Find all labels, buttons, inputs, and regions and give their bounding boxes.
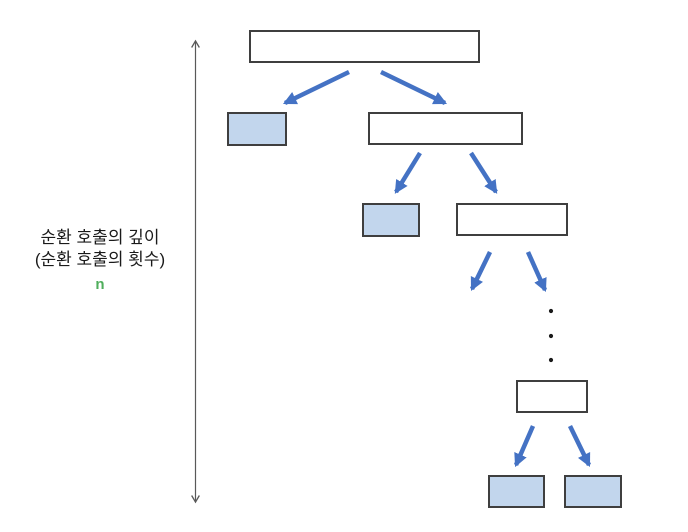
tree-node-l2-call — [368, 112, 523, 145]
edge-l3-to-ellipsis-left-icon — [469, 251, 493, 292]
depth-label-line1: 순환 호출의 깊이 — [40, 228, 160, 247]
tree-node-l2-leaf — [227, 112, 287, 146]
depth-label-line2: (순환 호출의 횟수) — [34, 250, 166, 269]
edge-ln-to-leaf-right-icon — [567, 425, 592, 468]
ellipsis-dot — [548, 308, 554, 314]
edge-root-to-l2-call-icon — [380, 69, 448, 106]
tree-node-root — [249, 30, 480, 63]
depth-variable-n: n — [95, 276, 105, 293]
ellipsis-dot — [548, 357, 554, 363]
ellipsis-dot — [548, 333, 554, 339]
tree-node-l3-leaf — [362, 203, 420, 237]
tree-node-leaf-left — [488, 475, 545, 508]
edge-l2-to-l3-leaf-icon — [394, 151, 422, 194]
tree-node-ln-call — [516, 380, 588, 413]
depth-axis-label: 순환 호출의 깊이 (순환 호출의 횟수) n — [0, 227, 200, 296]
edge-l2-to-l3-call-icon — [469, 151, 498, 194]
edge-l3-to-ellipsis-right-icon — [525, 251, 548, 293]
edge-root-to-l2-leaf-icon — [282, 69, 350, 106]
edge-ln-to-leaf-left-icon — [513, 425, 536, 468]
tree-node-leaf-right — [564, 475, 622, 508]
tree-node-l3-call — [456, 203, 568, 236]
